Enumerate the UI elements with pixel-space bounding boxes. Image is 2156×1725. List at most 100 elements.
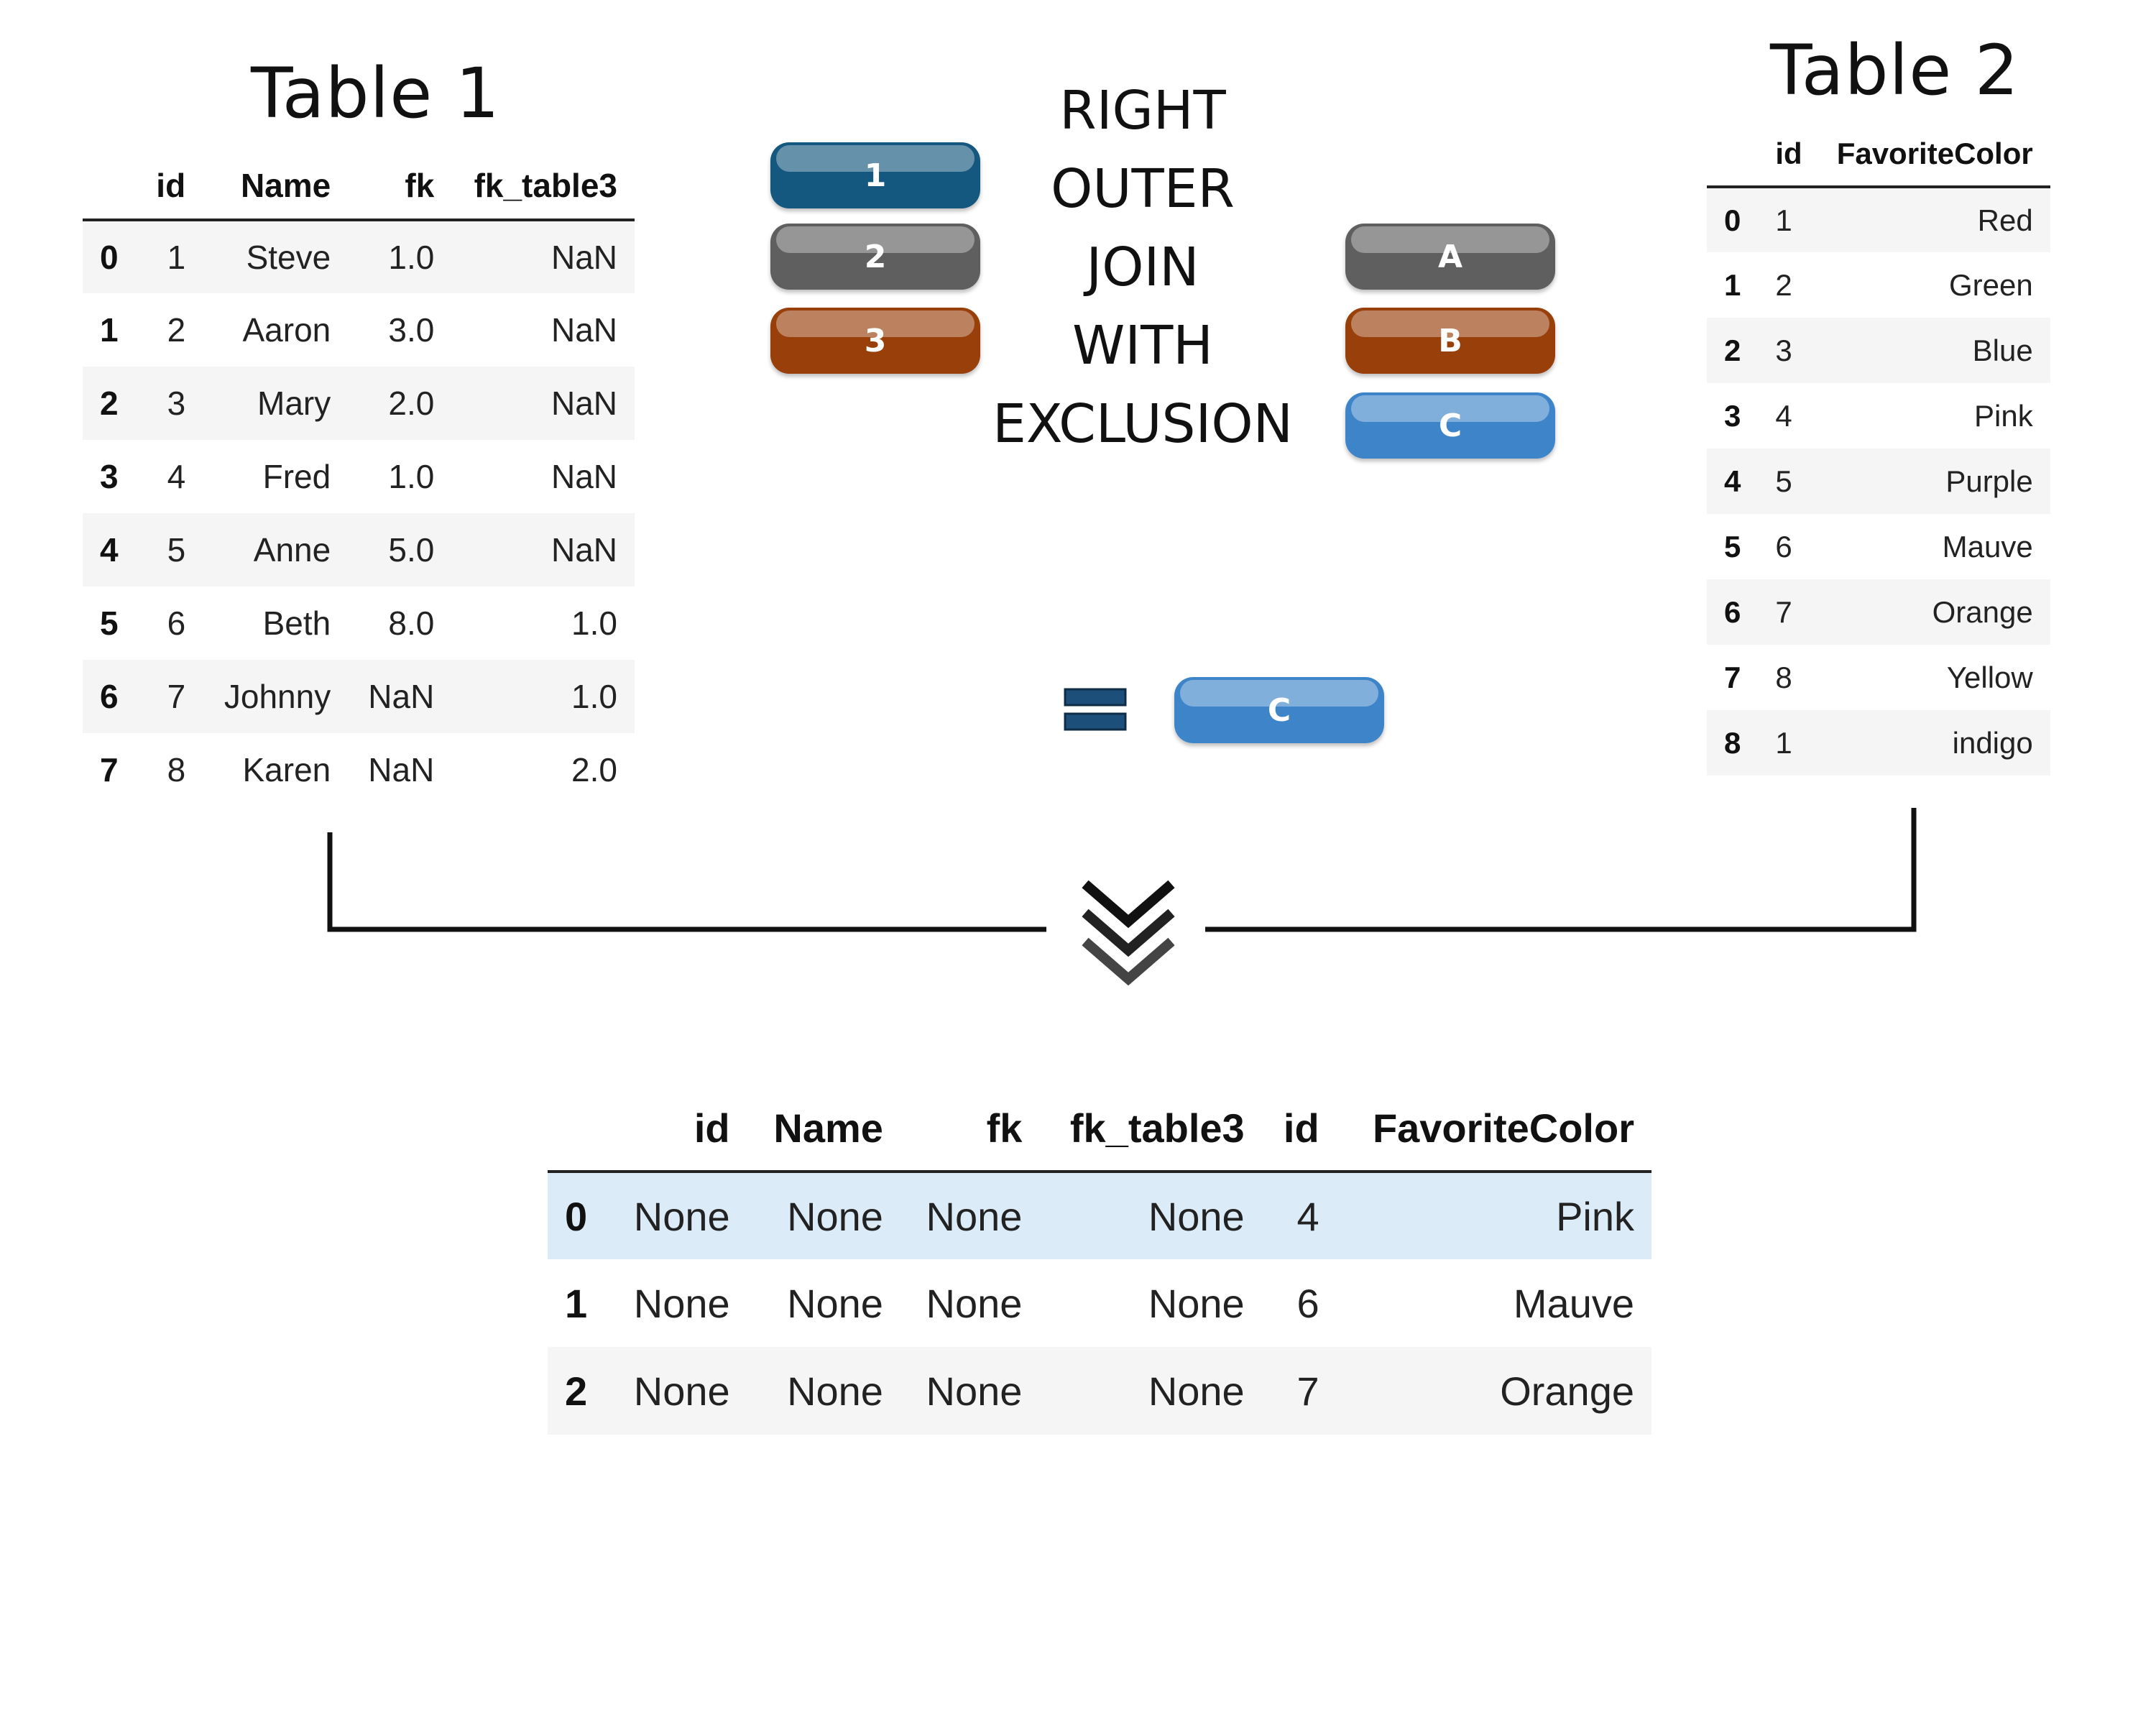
table1-col-fk-table3: fk_table3 xyxy=(451,152,635,221)
cell: Red xyxy=(1977,203,2033,237)
operation-word-right: RIGHT xyxy=(1059,80,1226,142)
cell: 8.0 xyxy=(388,604,435,642)
pill-a: A xyxy=(1345,224,1555,290)
cell: 4 xyxy=(167,458,186,495)
cell: Green xyxy=(1949,267,2033,302)
cell: None xyxy=(926,1280,1023,1326)
operation-word-join: JOIN xyxy=(1086,236,1199,298)
cell: 3.0 xyxy=(388,311,435,349)
cell: Pink xyxy=(1556,1193,1634,1239)
cell: 7 xyxy=(1775,594,1792,629)
cell: 6 xyxy=(1775,529,1792,564)
table1-col-name: Name xyxy=(203,152,349,221)
row-index: 2 xyxy=(1724,333,1741,367)
cell: None xyxy=(633,1368,730,1414)
row-index: 5 xyxy=(1724,529,1741,564)
pill-label: B xyxy=(1438,322,1462,359)
pill-c: C xyxy=(1345,392,1555,459)
row-index: 0 xyxy=(100,239,119,276)
operation-word-with: WITH xyxy=(1072,315,1213,377)
cell: Orange xyxy=(1500,1368,1634,1414)
cell: Beth xyxy=(262,604,331,642)
cell: Anne xyxy=(253,531,331,569)
pill-label: C xyxy=(1267,691,1291,729)
table1-col-fk: fk xyxy=(348,152,452,221)
cell: indigo xyxy=(1952,725,2033,760)
row-index: 4 xyxy=(100,531,119,569)
cell: None xyxy=(633,1280,730,1326)
row-index: 0 xyxy=(565,1193,588,1239)
cell: None xyxy=(926,1368,1023,1414)
cell: 6 xyxy=(1296,1280,1319,1326)
table1-header: id Name fk fk_table3 xyxy=(83,152,635,221)
cell: 1 xyxy=(1775,725,1792,760)
cell: 2.0 xyxy=(571,751,617,788)
cell: 6 xyxy=(167,604,186,642)
cell: 3 xyxy=(1775,333,1792,367)
result-index-header xyxy=(548,1085,609,1173)
table1-index-header xyxy=(83,152,137,221)
cell: Purple xyxy=(1945,464,2033,498)
pill-label: C xyxy=(1438,407,1462,444)
cell: 7 xyxy=(1296,1368,1319,1414)
row-index: 1 xyxy=(100,311,119,349)
row-index: 2 xyxy=(565,1368,588,1414)
cell: 5 xyxy=(1775,464,1792,498)
pill-1: 1 xyxy=(770,142,980,208)
result-col-fk-table3: fk_table3 xyxy=(1039,1085,1262,1173)
result-pill-c: C xyxy=(1174,677,1384,743)
cell: 3 xyxy=(167,385,186,422)
result-col-fk: fk xyxy=(900,1085,1040,1173)
cell: 4 xyxy=(1296,1193,1319,1239)
cell: Yellow xyxy=(1946,660,2033,694)
cell: Mary xyxy=(257,385,331,422)
cell: None xyxy=(926,1193,1023,1239)
row-index: 4 xyxy=(1724,464,1741,498)
cell: None xyxy=(1148,1280,1245,1326)
cell: None xyxy=(787,1280,883,1326)
cell: 5 xyxy=(167,531,186,569)
cell: NaN xyxy=(550,311,617,349)
row-index: 6 xyxy=(1724,594,1741,629)
cell: 8 xyxy=(167,751,186,788)
result-col-name: Name xyxy=(747,1085,900,1173)
cell: 7 xyxy=(167,678,186,715)
cell: 8 xyxy=(1775,660,1792,694)
row-index: 5 xyxy=(100,604,119,642)
cell: NaN xyxy=(368,751,435,788)
cell: NaN xyxy=(550,385,617,422)
cell: Blue xyxy=(1972,333,2033,367)
right-connector-line xyxy=(1205,808,1917,932)
cell: 1.0 xyxy=(388,458,435,495)
cell: Karen xyxy=(242,751,331,788)
cell: None xyxy=(787,1193,883,1239)
table2-col-favorite-color: FavoriteColor xyxy=(1819,122,2050,188)
cell: Orange xyxy=(1932,594,2033,629)
cell: NaN xyxy=(550,531,617,569)
cell: Mauve xyxy=(1513,1280,1634,1326)
cell: Mauve xyxy=(1942,529,2033,564)
cell: NaN xyxy=(368,678,435,715)
cell: 2 xyxy=(167,311,186,349)
pill-b: B xyxy=(1345,308,1555,374)
cell: NaN xyxy=(550,458,617,495)
table1-title: Table 1 xyxy=(251,53,500,134)
